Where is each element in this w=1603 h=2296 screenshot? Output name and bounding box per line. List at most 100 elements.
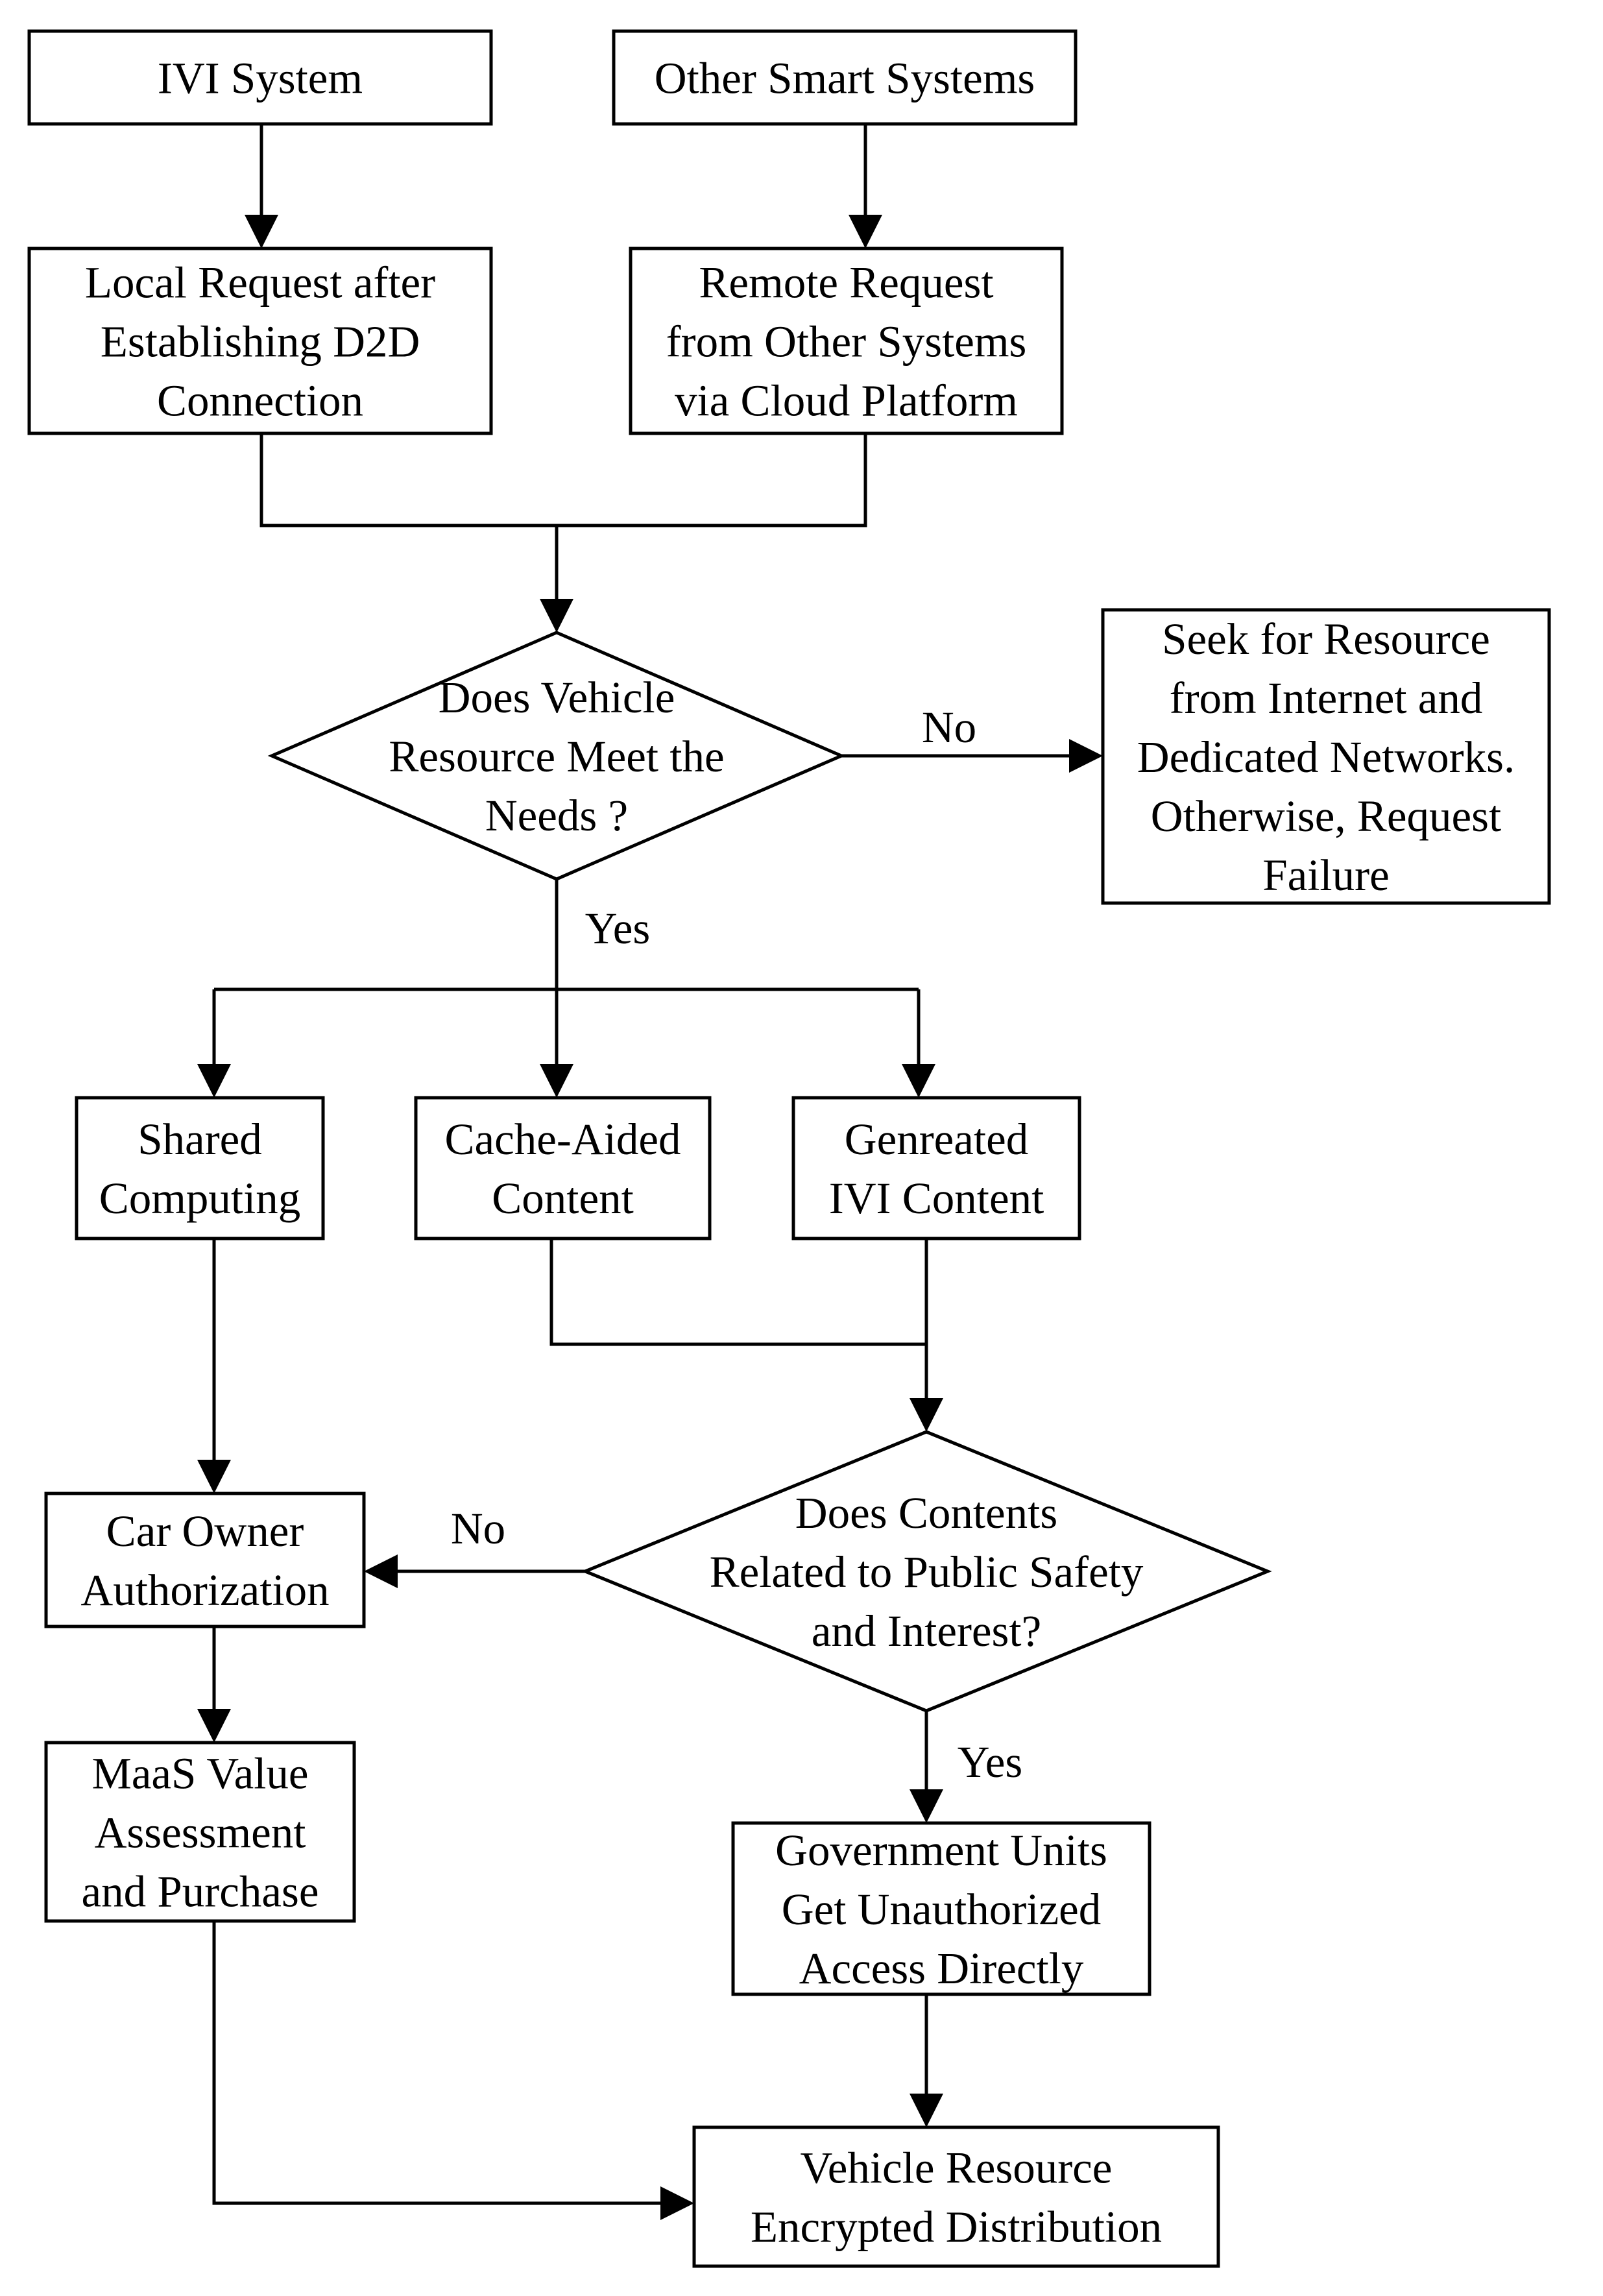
ivi-system-box-label: IVI System: [158, 54, 363, 103]
connector-line: [549, 1239, 926, 1346]
ivi-system-box: IVI System: [27, 29, 493, 126]
local-request-box-line: Establishing D2D: [101, 317, 420, 367]
to-shared-computing-arrow: [197, 989, 231, 1098]
merge-to-decision-arrow: [540, 526, 573, 633]
encrypted-distribution-box-line: Vehicle Resource: [801, 2144, 1113, 2193]
public-safety-decision-diamond-frame: [581, 1430, 1272, 1713]
safety-yes-label: Yes: [958, 1737, 1022, 1787]
public-safety-decision-diamond-line: Related to Public Safety: [710, 1547, 1144, 1597]
to-generated-ivi-arrow: [902, 989, 935, 1098]
government-to-distribution-arrow: [910, 1994, 943, 2127]
arrowhead: [197, 1709, 231, 1743]
connector-line: [212, 1921, 663, 2205]
remote-request-box-line: Remote Request: [699, 258, 993, 308]
seek-resource-box-line: Failure: [1262, 851, 1389, 900]
maas-value-box-line: MaaS Value: [91, 1749, 308, 1798]
local-merge-line: [259, 433, 867, 527]
generated-to-safety-arrow: [910, 1239, 943, 1432]
content-merge-line: [549, 1239, 926, 1346]
remote-request-box-line: from Other Systems: [666, 317, 1027, 367]
arrowhead: [197, 1064, 231, 1098]
seek-resource-box-line: Seek for Resource: [1162, 614, 1490, 664]
ivi-system-box-frame: [27, 29, 493, 126]
local-request-box-line: Connection: [157, 376, 363, 426]
resource-no-label: No: [922, 703, 976, 752]
remote-request-box-frame: [629, 247, 1064, 435]
ivi-system-box-line: IVI System: [158, 54, 363, 103]
other-smart-systems-box-line: Other Smart Systems: [655, 54, 1035, 103]
arrowhead: [902, 1064, 935, 1098]
maas-to-distribution-arrow: [212, 1921, 694, 2220]
remote-request-box-line: via Cloud Platform: [675, 376, 1018, 426]
ivi-to-local-arrow: [245, 124, 278, 248]
encrypted-distribution-box-frame: [692, 2125, 1220, 2268]
arrowhead: [245, 215, 278, 248]
other-smart-systems-box-label: Other Smart Systems: [655, 54, 1035, 103]
other-smart-systems-box-frame: [612, 29, 1078, 126]
connector-line: [259, 433, 867, 527]
safety-yes-arrow: [910, 1711, 943, 1823]
arrowhead: [540, 1064, 573, 1098]
shared-computing-box-line: Computing: [99, 1174, 301, 1223]
public-safety-decision-diamond-line: Does Contents: [795, 1488, 1057, 1538]
owner-to-maas-arrow: [197, 1626, 231, 1743]
cache-aided-content-box-line: Content: [492, 1174, 634, 1223]
resource-decision-diamond-line: Resource Meet the: [389, 732, 724, 781]
shared-to-owner-arrow: [197, 1239, 231, 1493]
car-owner-authorization-box-line: Car Owner: [106, 1506, 304, 1556]
government-units-box-frame: [731, 1821, 1151, 1996]
remote-request-box: Remote Request from Other Systems via Clou…: [629, 247, 1064, 435]
connectors: [197, 124, 1103, 2220]
encrypted-distribution-box-line: Encrypted Distribution: [751, 2203, 1162, 2252]
arrowhead: [364, 1554, 398, 1588]
generated-ivi-content-box-line: Genreated: [845, 1115, 1028, 1164]
other-smart-systems-box: Other Smart Systems: [612, 29, 1078, 126]
arrowhead: [540, 599, 573, 633]
local-request-box-frame: [27, 247, 493, 435]
resource-no-arrow: [841, 739, 1103, 773]
cache-aided-content-box-line: Cache-Aided: [444, 1115, 681, 1164]
arrowhead: [1069, 739, 1103, 773]
public-safety-decision-diamond-line: and Interest?: [812, 1606, 1041, 1656]
resource-yes-label: Yes: [585, 904, 650, 953]
safety-no-label: No: [451, 1504, 505, 1553]
shared-computing-box-frame: [75, 1096, 325, 1240]
government-units-box-line: Government Units: [775, 1826, 1107, 1875]
other-to-remote-arrow: [849, 124, 882, 248]
car-owner-authorization-box-frame: [44, 1492, 366, 1628]
shared-computing-box-line: Shared: [138, 1115, 262, 1164]
seek-resource-box-frame: [1101, 608, 1551, 905]
car-owner-authorization-box-line: Authorization: [80, 1565, 329, 1615]
cache-aided-content-box-frame: [414, 1096, 712, 1240]
government-units-box-line: Access Directly: [799, 1944, 1084, 1993]
safety-no-arrow: [364, 1554, 585, 1588]
arrowhead: [849, 215, 882, 248]
local-request-box-line: Local Request after: [85, 258, 435, 308]
resource-decision-diamond-line: Needs ?: [485, 791, 628, 840]
arrowhead: [660, 2186, 694, 2220]
resource-decision-diamond-line: Does Vehicle: [439, 673, 675, 722]
maas-value-box-line: Assessment: [95, 1808, 306, 1857]
remote-request-box-label: Remote Request from Other Systems via Clou…: [666, 258, 1027, 426]
seek-resource-box-line: from Internet and: [1170, 673, 1483, 723]
